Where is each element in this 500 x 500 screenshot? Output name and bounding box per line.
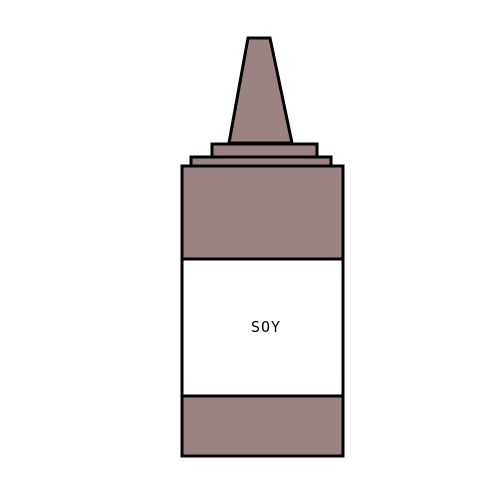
bottle-cap-ring	[210, 142, 319, 159]
bottle-label	[180, 257, 345, 398]
soy-bottle: SOY	[180, 36, 345, 458]
bottle-label-text: SOY	[251, 318, 281, 336]
